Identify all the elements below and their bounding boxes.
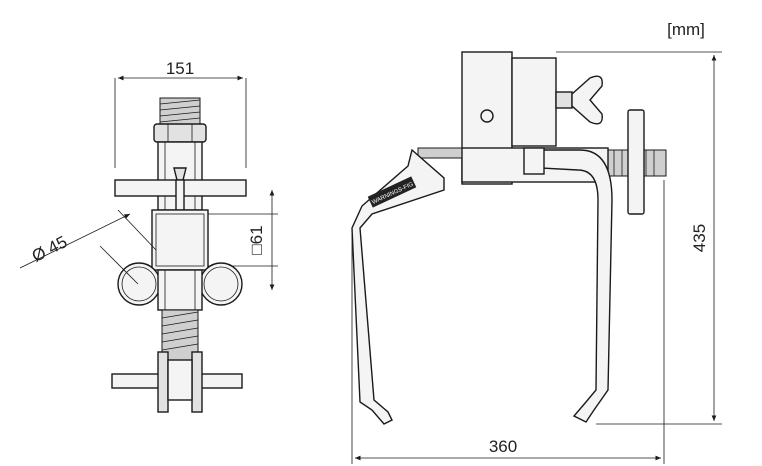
front-width-dimension: 151 bbox=[166, 59, 194, 78]
height-dimension: 435 bbox=[690, 224, 709, 252]
units-label: [mm] bbox=[667, 20, 705, 39]
square-section-dimension: □61 bbox=[247, 225, 266, 254]
front-view: 151 □61 bbox=[19, 59, 278, 413]
width-dimension: 360 bbox=[489, 437, 517, 456]
side-view: WARNINGS-FIG 435 360 bbox=[351, 51, 722, 464]
tube-diameter-dimension: Ø 45 bbox=[29, 232, 70, 266]
